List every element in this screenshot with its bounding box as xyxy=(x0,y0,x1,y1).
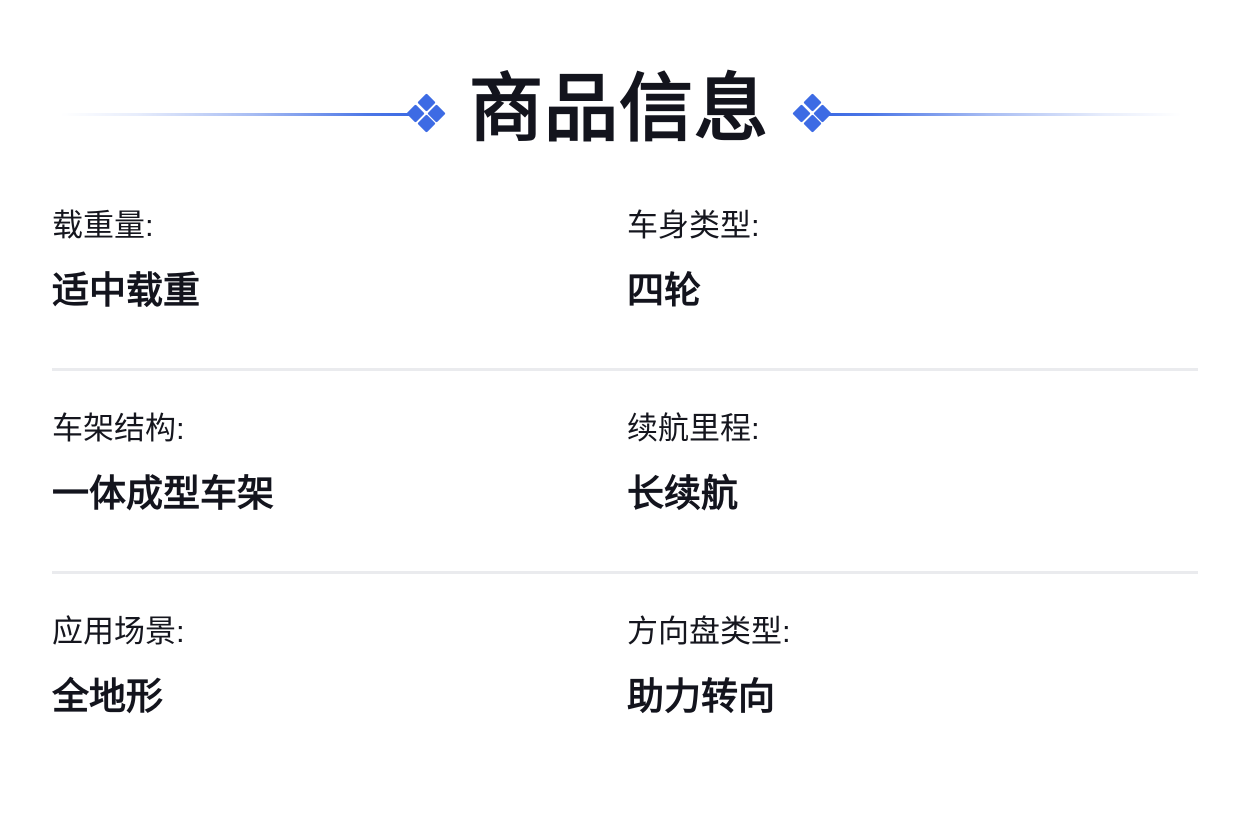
row-divider xyxy=(52,368,1198,371)
spec-item-application-scenario: 应用场景: 全地形 xyxy=(52,612,626,733)
four-diamond-ornament-icon xyxy=(406,93,446,133)
spec-value: 适中载重 xyxy=(52,269,200,311)
header-rule-right xyxy=(829,112,1181,116)
spec-row: 车架结构: 一体成型车架 续航里程: 长续航 xyxy=(52,370,1198,573)
spec-value: 一体成型车架 xyxy=(52,472,274,514)
spec-label: 方向盘类型: xyxy=(627,614,791,649)
spec-item-steering-type: 方向盘类型: 助力转向 xyxy=(626,612,1200,733)
four-diamond-ornament-icon xyxy=(792,93,832,133)
spec-label: 车架结构: xyxy=(52,411,185,446)
spec-value: 全地形 xyxy=(52,675,163,717)
row-divider xyxy=(52,571,1198,574)
header-rule-left xyxy=(61,112,409,116)
page-title: 商品信息 xyxy=(469,67,769,150)
spec-label: 续航里程: xyxy=(627,411,760,446)
spec-label: 车身类型: xyxy=(627,208,760,243)
spec-item-body-type: 车身类型: 四轮 xyxy=(626,206,1200,370)
spec-label: 应用场景: xyxy=(52,614,185,649)
spec-list: 载重量: 适中载重 车身类型: 四轮 车架结构: 一体成型车架 续航里程: 长续… xyxy=(52,206,1198,733)
spec-item-range: 续航里程: 长续航 xyxy=(626,409,1200,573)
spec-row: 载重量: 适中载重 车身类型: 四轮 xyxy=(52,206,1198,370)
spec-item-frame-structure: 车架结构: 一体成型车架 xyxy=(52,409,626,573)
spec-value: 助力转向 xyxy=(627,675,775,717)
page-header: 商品信息 xyxy=(0,52,1242,172)
spec-value: 长续航 xyxy=(627,472,738,514)
spec-row: 应用场景: 全地形 方向盘类型: 助力转向 xyxy=(52,573,1198,733)
spec-label: 载重量: xyxy=(52,208,154,243)
spec-item-load-capacity: 载重量: 适中载重 xyxy=(52,206,626,370)
spec-value: 四轮 xyxy=(627,269,701,311)
